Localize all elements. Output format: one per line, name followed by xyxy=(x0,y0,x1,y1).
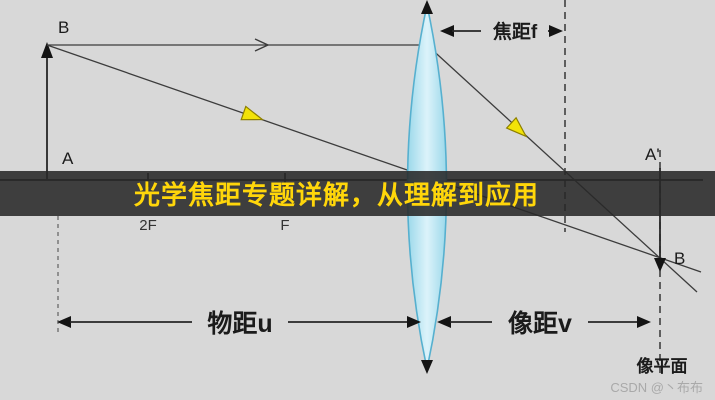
focal-length-label: 焦距f xyxy=(492,20,538,43)
image-bottom-label: B xyxy=(674,249,685,268)
u-label-background xyxy=(192,303,288,340)
center-ray xyxy=(46,44,702,273)
image-distance-label: 像距v xyxy=(508,310,572,338)
v-arrowhead-left xyxy=(437,316,451,328)
u-arrowhead-right xyxy=(407,316,421,328)
focal-arrowhead-left xyxy=(440,25,454,37)
parallel-ray-chevron-arrow xyxy=(254,38,270,52)
object-base-label: A xyxy=(62,149,74,168)
refracted-ray xyxy=(426,44,698,293)
image-plane-label: 像平面 xyxy=(637,357,688,376)
refracted-ray-yellow-arrow xyxy=(505,116,528,138)
focal-arrowhead-right xyxy=(549,25,563,37)
image-arrowhead-down xyxy=(654,258,666,272)
object-top-label: B xyxy=(58,18,69,37)
center-ray-yellow-arrow xyxy=(240,105,265,121)
tick-2f-label: 2F xyxy=(139,217,157,234)
u-arrowhead-left xyxy=(57,316,71,328)
tick-f-label: F xyxy=(280,217,289,234)
banner-title: 光学焦距专题详解，从理解到应用 xyxy=(134,180,540,210)
v-arrowhead-right xyxy=(637,316,651,328)
watermark: CSDN @丶布布 xyxy=(610,380,703,395)
v-label-background xyxy=(492,303,588,340)
lens-arrowhead-bottom xyxy=(421,360,433,374)
lens-arrowhead-top xyxy=(421,0,433,14)
title-banner: 光学焦距专题详解，从理解到应用 xyxy=(0,171,715,216)
image-top-label: A' xyxy=(645,145,660,164)
object-distance-label: 物距u xyxy=(207,310,272,338)
object-arrowhead-up xyxy=(41,42,53,58)
